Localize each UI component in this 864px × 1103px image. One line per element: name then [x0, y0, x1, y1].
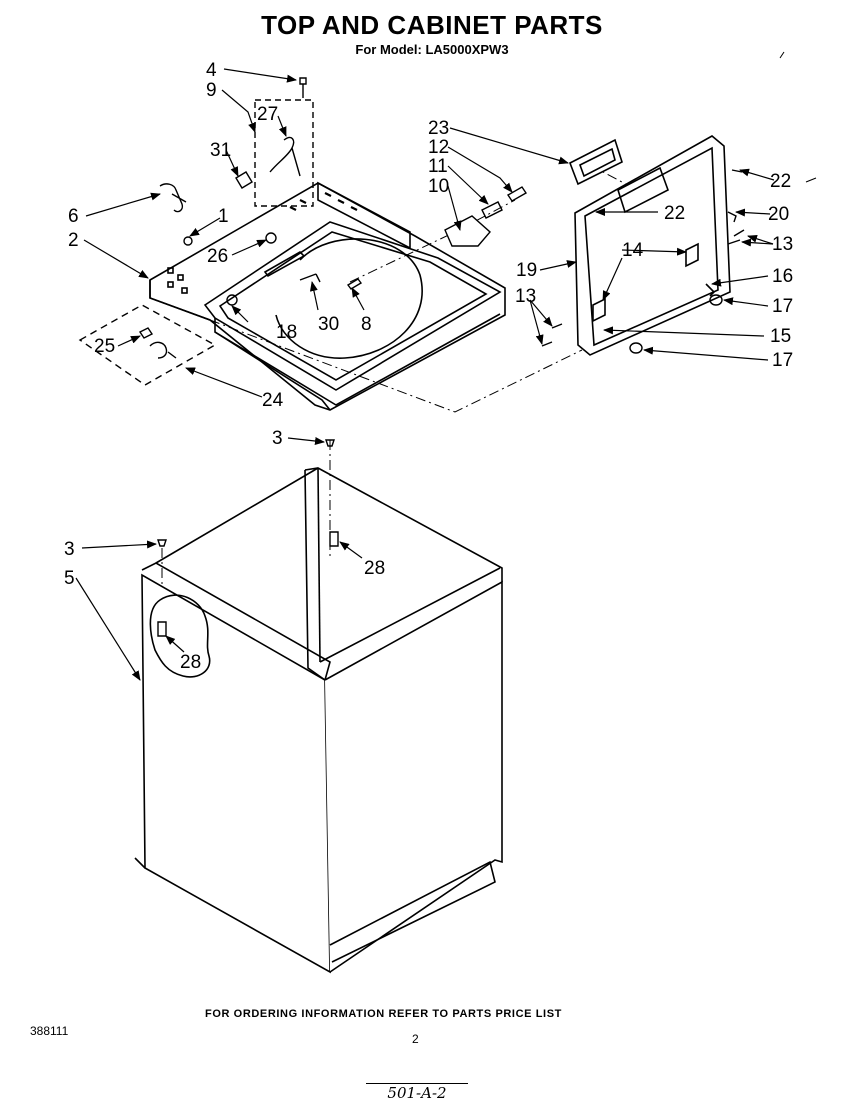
document-number: 388111: [30, 1024, 69, 1038]
callout-numbers: 4 9 27 31 6 1 2 26 18 30 8 25 24 23 12 1…: [64, 60, 793, 673]
stray-marks: [779, 51, 817, 183]
callout-22-top: 22: [770, 171, 791, 192]
callout-18: 18: [276, 322, 297, 343]
callout-4: 4: [206, 60, 217, 81]
top-panel: [149, 181, 506, 411]
callout-10: 10: [428, 176, 449, 197]
callout-2: 2: [68, 230, 79, 251]
lid-emblem: [568, 138, 623, 186]
callout-31: 31: [210, 140, 231, 161]
callout-13-left: 13: [515, 286, 536, 307]
page-title: TOP AND CABINET PARTS: [261, 10, 603, 40]
switch-assembly-box: [78, 304, 217, 386]
callout-22-inner: 22: [664, 203, 685, 224]
callout-26: 26: [207, 246, 228, 267]
page-number: 2: [412, 1032, 419, 1046]
leader-lines: [75, 68, 775, 681]
callout-30: 30: [318, 314, 339, 335]
lid-assembly: [574, 135, 731, 356]
callout-11: 11: [428, 156, 448, 177]
callout-15: 15: [770, 326, 791, 347]
callout-1: 1: [218, 206, 229, 227]
callout-6: 6: [68, 206, 79, 227]
callout-28-front: 28: [180, 652, 201, 673]
callout-13-right: 13: [772, 234, 793, 255]
lid-switch-parts: [444, 186, 527, 247]
callout-14: 14: [622, 240, 644, 261]
callout-8: 8: [361, 314, 372, 335]
callout-17-upper: 17: [772, 296, 793, 317]
top-small-parts: [159, 77, 363, 306]
callout-20: 20: [768, 204, 789, 225]
callout-3-rear: 3: [272, 428, 283, 449]
callout-3-front: 3: [64, 539, 75, 560]
callout-12: 12: [428, 137, 449, 158]
callout-19: 19: [516, 260, 537, 281]
callout-25: 25: [94, 336, 115, 357]
handwritten-code: 501-A-2: [366, 1083, 468, 1102]
callout-9: 9: [206, 80, 217, 101]
model-subtitle: For Model: LA5000XPW3: [355, 42, 509, 57]
callout-23: 23: [428, 118, 449, 139]
callout-5: 5: [64, 568, 75, 589]
callout-17-lower: 17: [772, 350, 793, 371]
callout-16: 16: [772, 266, 793, 287]
callout-28-rear: 28: [364, 558, 385, 579]
callout-27: 27: [257, 104, 278, 125]
cabinet: [134, 467, 503, 974]
ordering-note: FOR ORDERING INFORMATION REFER TO PARTS …: [205, 1008, 562, 1020]
callout-24: 24: [262, 390, 284, 411]
